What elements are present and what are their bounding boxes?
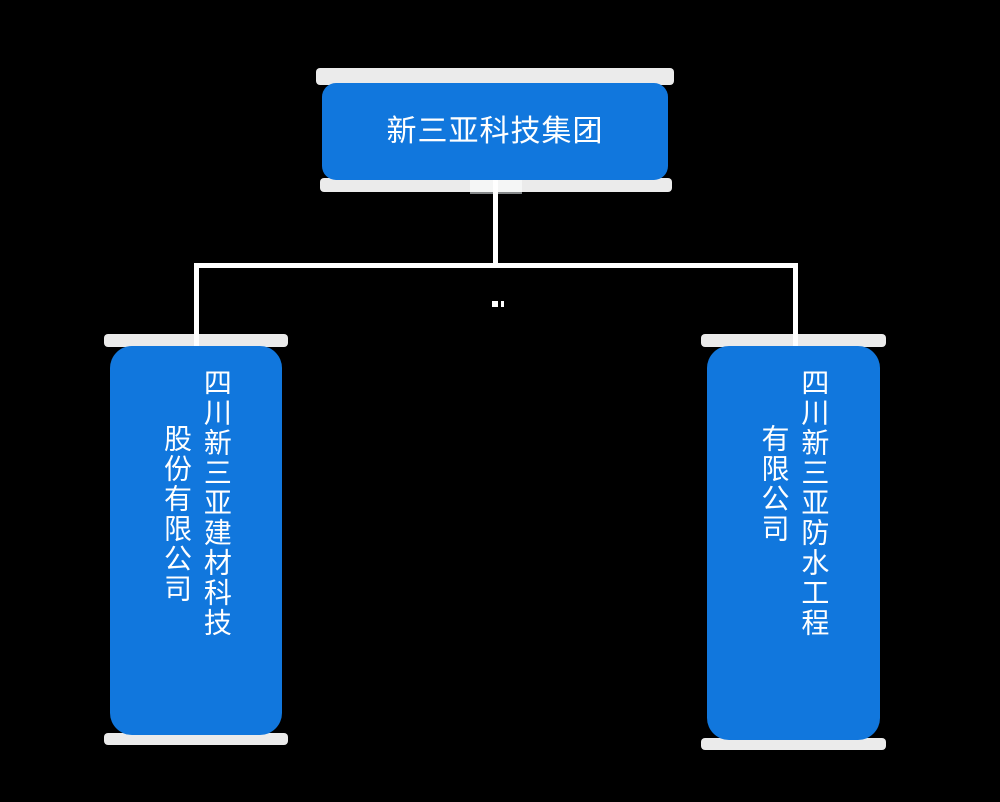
org-node-child-right-column-1: 四川新三亚防水工程: [797, 368, 831, 638]
right-node-vertical-text: 四川新三亚防水工程 有限公司: [756, 346, 832, 740]
artifact-speckle-2: [501, 301, 504, 307]
artifact-speckle: [492, 301, 498, 307]
org-node-root[interactable]: 新三亚科技集团: [322, 83, 668, 180]
org-node-child-right-column-2: 有限公司: [757, 424, 791, 544]
root-node-halo-top: [316, 68, 674, 85]
org-node-root-label: 新三亚科技集团: [386, 113, 604, 149]
connector-horizontal-bus: [194, 263, 797, 268]
connector-drop-left: [194, 263, 199, 349]
right-node-halo-top: [701, 334, 886, 347]
org-node-child-right[interactable]: 四川新三亚防水工程 有限公司: [707, 346, 880, 740]
left-node-vertical-text: 四川新三亚建材科技 股份有限公司: [158, 346, 234, 735]
org-node-child-left-column-1: 四川新三亚建材科技: [199, 368, 233, 638]
root-node-halo-bottom: [320, 178, 672, 192]
connector-drop-right: [793, 263, 798, 349]
org-node-child-left-column-2: 股份有限公司: [160, 424, 193, 604]
left-node-halo-top: [104, 334, 288, 347]
org-node-child-left[interactable]: 四川新三亚建材科技 股份有限公司: [110, 346, 282, 735]
right-node-halo-bottom: [701, 738, 886, 750]
left-node-halo-bottom: [104, 733, 288, 745]
connector-root-stem: [493, 180, 498, 266]
